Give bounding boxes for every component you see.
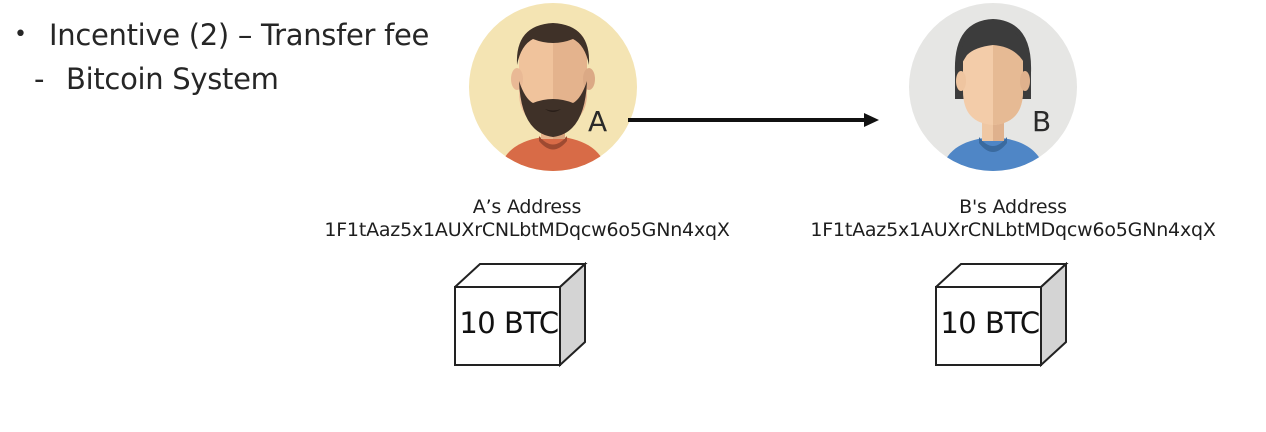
address-title: B's Address: [959, 196, 1067, 218]
address-value: 1F1tAaz5x1AUXrCNLbtMDqcw6o5GNn4xqX: [810, 219, 1216, 241]
node-b-address: B's Address 1F1tAaz5x1AUXrCNLbtMDqcw6o5G…: [763, 196, 1263, 242]
shirt-b: [941, 137, 1045, 171]
cube-icon: [452, 261, 588, 368]
sub-bullet-item: -Bitcoin System: [34, 62, 279, 96]
node-a-address: A’s Address 1F1tAaz5x1AUXrCNLbtMDqcw6o5G…: [277, 196, 777, 242]
node-a-label: A: [588, 105, 607, 138]
bullet-item: • Incentive (2) – Transfer fee: [14, 18, 429, 52]
balance-label: 10 BTC: [459, 306, 559, 340]
node-a-avatar: A: [469, 3, 637, 171]
balance-label: 10 BTC: [940, 306, 1040, 340]
transfer-arrow-icon: [628, 113, 879, 127]
address-title: A’s Address: [472, 196, 582, 218]
woman-avatar-icon: B: [909, 3, 1077, 171]
sub-bullet-marker: -: [34, 62, 45, 96]
address-value: 1F1tAaz5x1AUXrCNLbtMDqcw6o5GNn4xqX: [324, 219, 730, 241]
sub-bullet-text: Bitcoin System: [66, 62, 279, 96]
shirt-a: [499, 136, 607, 171]
cube-icon: [933, 261, 1069, 368]
node-b-label: B: [1032, 105, 1051, 138]
bullet-marker: •: [14, 22, 27, 47]
node-b-balance-box: 10 BTC: [933, 261, 1069, 372]
node-a-balance-box: 10 BTC: [452, 261, 588, 372]
node-b-avatar: B: [909, 3, 1077, 171]
man-avatar-icon: A: [469, 3, 637, 171]
bullet-text: Incentive (2) – Transfer fee: [49, 18, 430, 52]
